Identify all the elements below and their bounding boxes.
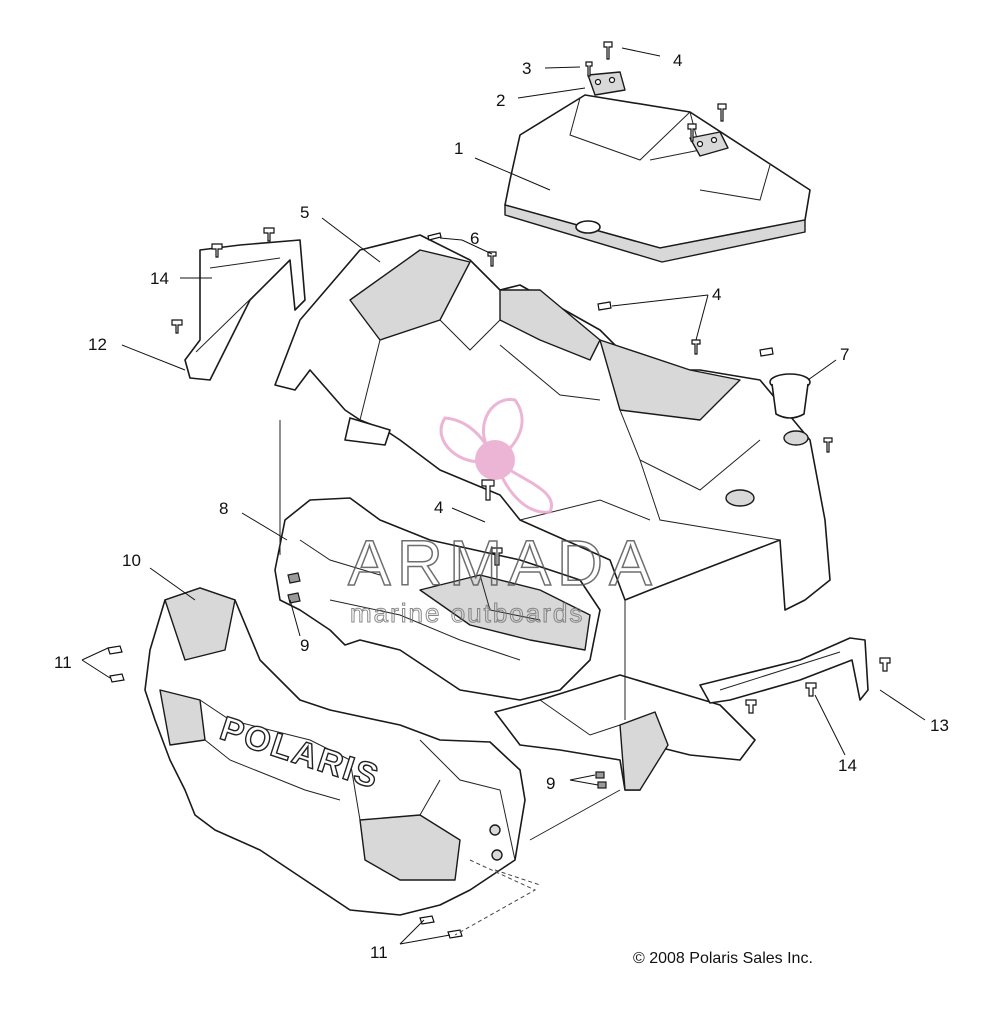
callout-11: 11: [370, 943, 388, 962]
watermark: ARMADA marine outboards: [347, 398, 658, 629]
watermark-subtitle: marine outboards: [350, 598, 584, 628]
top-screws: [585, 41, 727, 142]
leader-lines: [81, 47, 926, 945]
alignment-lines: [279, 420, 626, 936]
callout-4: 4: [673, 51, 682, 70]
part-12-left-bracket: [184, 239, 306, 381]
callout-6: 6: [470, 229, 479, 248]
callout-labels: 1 2 3 4 4 4 5 6 7 8 9 9 10 11 11 12 13 1…: [54, 51, 949, 962]
callout-5: 5: [300, 203, 309, 222]
watermark-title: ARMADA: [348, 527, 658, 599]
callout-13: 13: [930, 716, 949, 735]
callout-4: 4: [434, 498, 443, 517]
misc-fasteners: [107, 227, 891, 939]
callout-14: 14: [838, 756, 857, 775]
callout-11: 11: [54, 653, 72, 672]
part-5-front-hood: [274, 234, 831, 611]
callout-2: 2: [496, 91, 505, 110]
callout-7: 7: [840, 345, 849, 364]
part-8-inner-panel: [274, 497, 601, 701]
part-9-clips: [595, 771, 607, 789]
lower-floor-panel: [494, 674, 756, 791]
part-7-cup-holder: [769, 373, 811, 419]
copyright-notice: © 2008 Polaris Sales Inc.: [633, 950, 813, 967]
callout-10: 10: [122, 551, 141, 570]
part-2-hinge: [587, 71, 729, 157]
callout-14: 14: [150, 269, 169, 288]
callout-9: 9: [300, 636, 309, 655]
callout-3: 3: [522, 59, 531, 78]
callout-12: 12: [88, 335, 107, 354]
part-1-storage-lid: [504, 94, 811, 263]
callout-9: 9: [546, 774, 555, 793]
part-13-right-bracket: [699, 637, 869, 704]
part-10-front-bumper: POLARIS: [144, 587, 526, 916]
callout-4: 4: [712, 285, 721, 304]
propeller-logo: [439, 398, 554, 514]
callout-1: 1: [454, 139, 463, 158]
callout-8: 8: [219, 499, 228, 518]
